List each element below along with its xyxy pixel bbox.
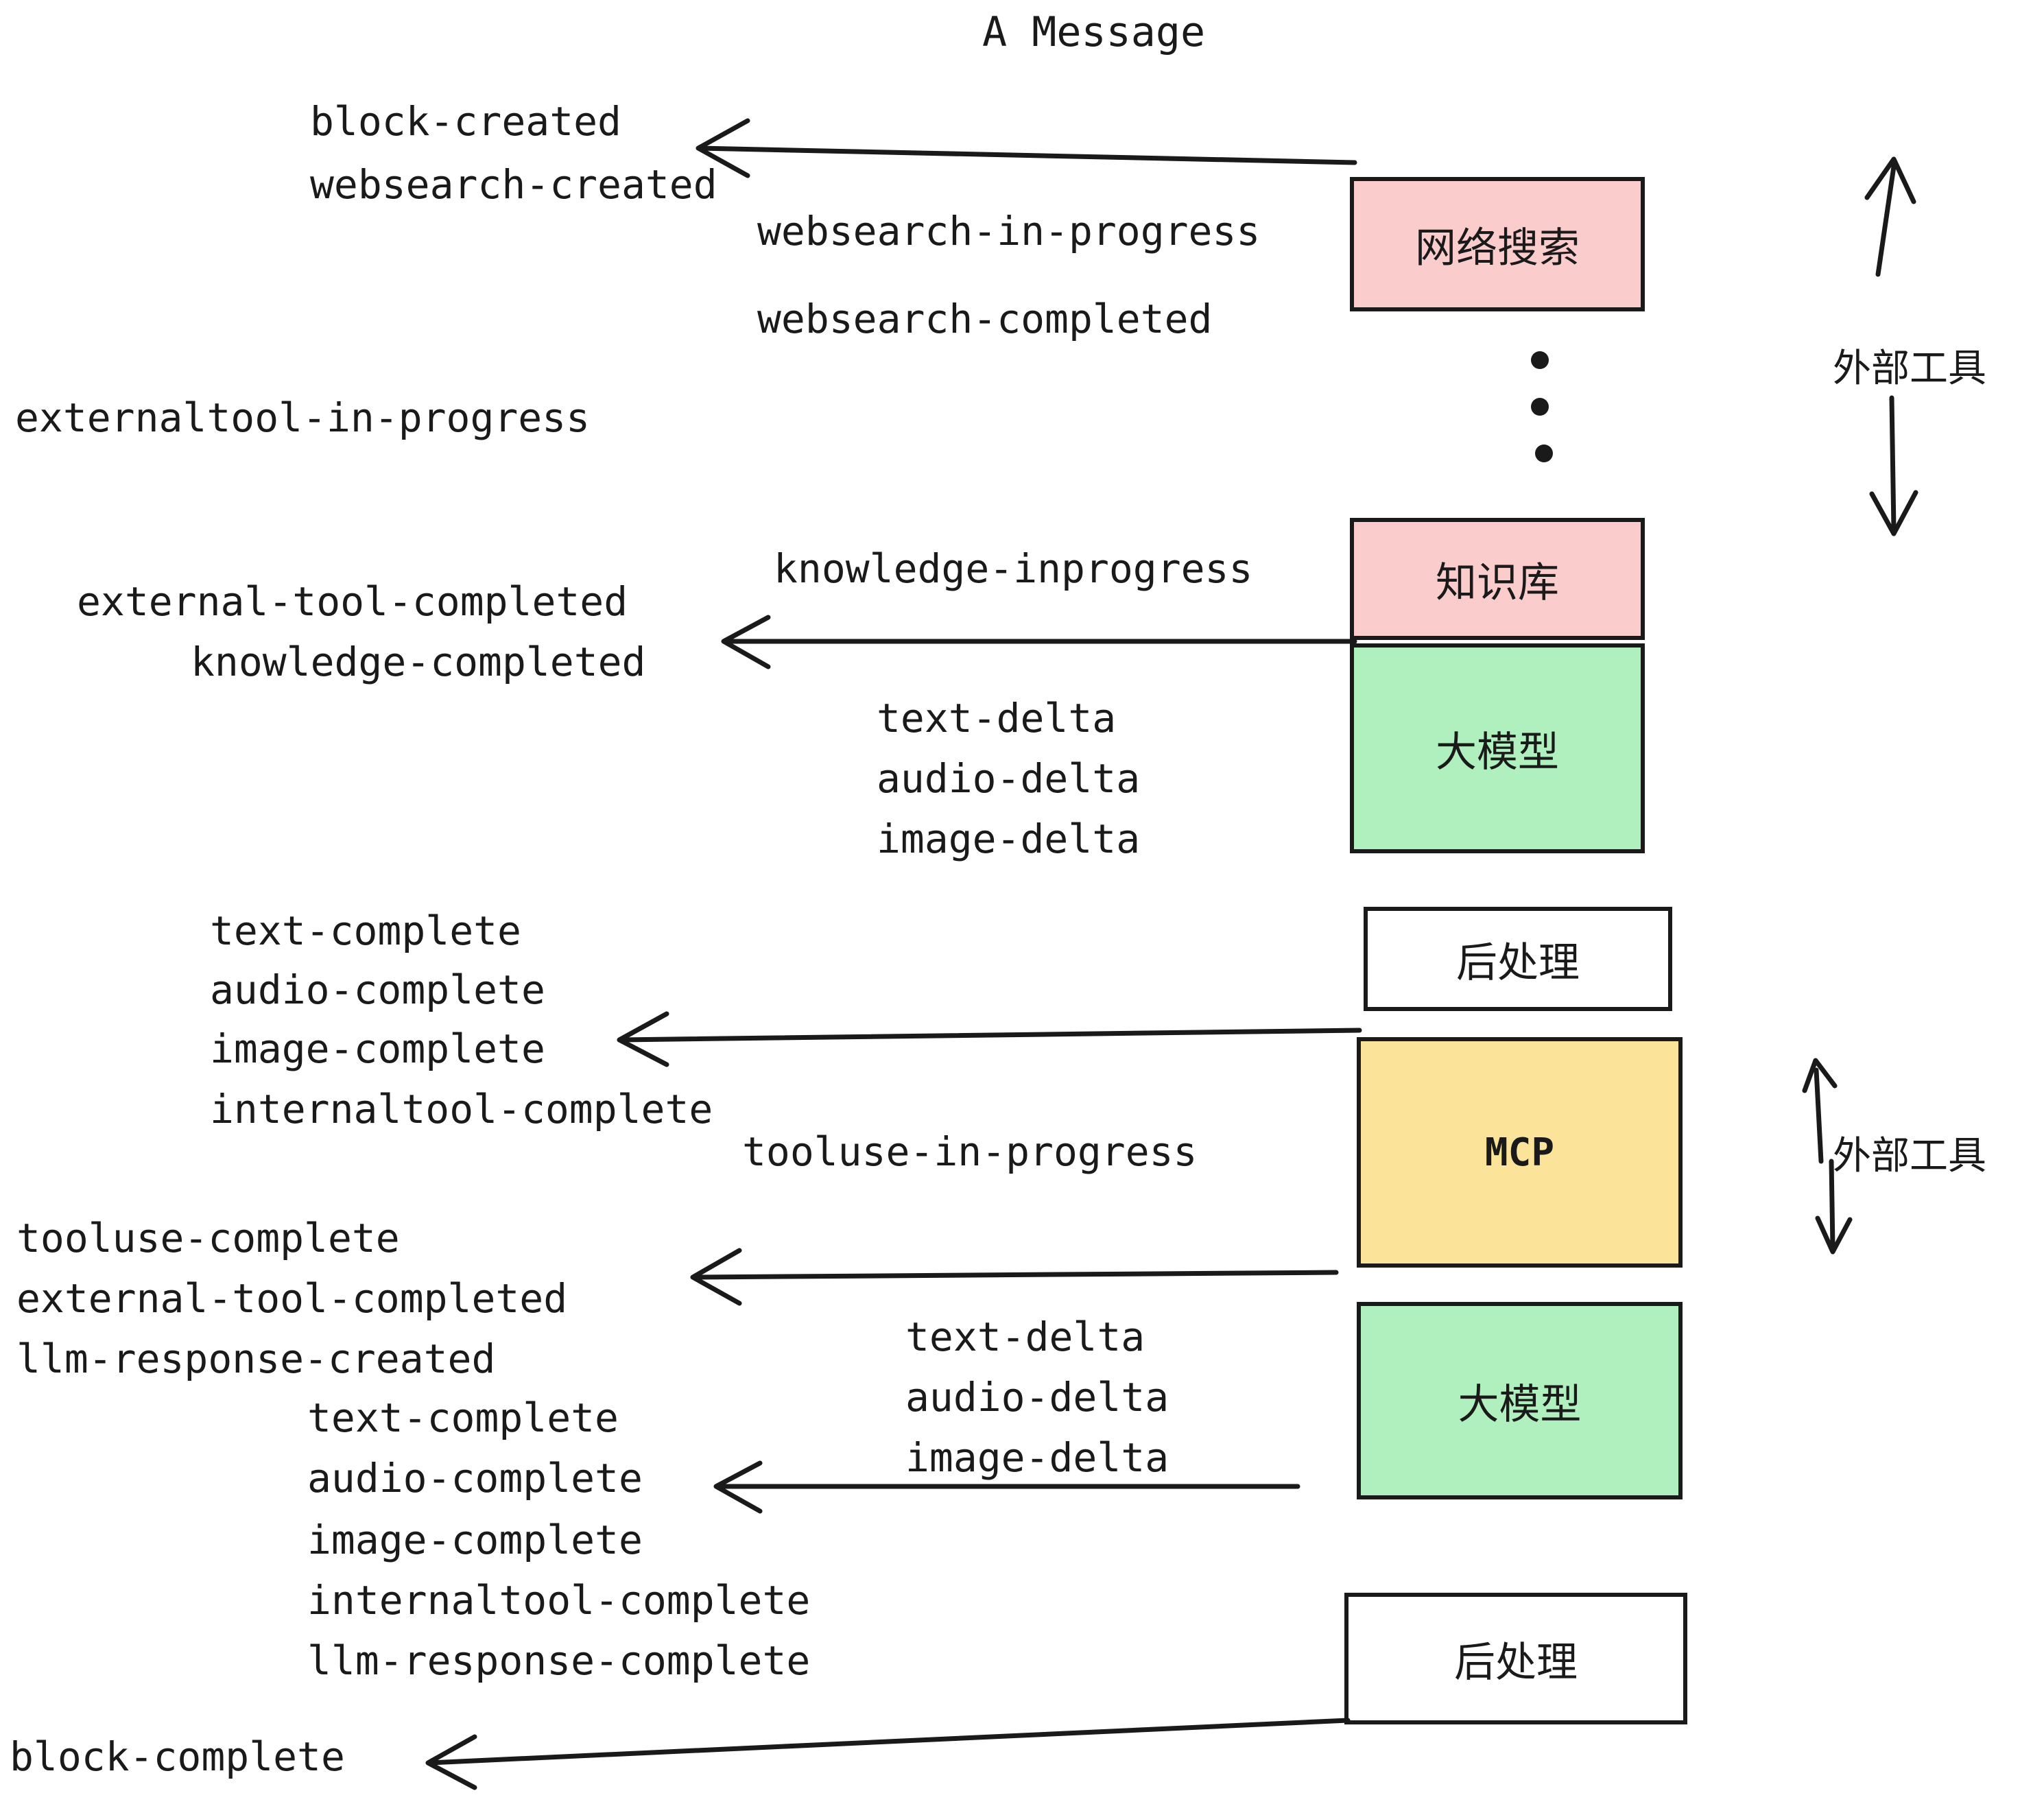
event-image-complete-2: image-complete [307, 1517, 643, 1563]
page-title: A Message [982, 8, 1206, 56]
external-tools-bottom-arrow-up [1802, 1058, 1838, 1164]
node-mcp-label: MCP [1484, 1130, 1555, 1175]
node-llm-bottom-label: 大模型 [1458, 1380, 1582, 1429]
event-image-delta-2: image-delta [905, 1434, 1169, 1481]
event-block-complete: block-complete [10, 1733, 345, 1780]
event-image-complete-1: image-complete [210, 1025, 545, 1072]
event-externaltool-in-progress: externaltool-in-progress [15, 394, 591, 441]
arrow-websearch-to-events [696, 118, 1357, 178]
side-label-external-tools-top: 外部工具 [1833, 346, 1986, 391]
node-llm-top[interactable]: 大模型 [1350, 643, 1645, 853]
arrow-postprocess-top-to-events [617, 1011, 1362, 1067]
event-knowledge-inprogress: knowledge-inprogress [774, 545, 1253, 592]
event-websearch-in-progress: websearch-in-progress [757, 208, 1261, 254]
ellipsis-dot-2 [1531, 398, 1549, 416]
node-web-search[interactable]: 网络搜索 [1350, 177, 1645, 311]
node-postprocess-bottom-label: 后处理 [1454, 1638, 1578, 1687]
event-llm-response-complete: llm-response-complete [307, 1637, 811, 1684]
event-websearch-created: websearch-created [310, 161, 717, 208]
arrow-mcp-to-events [690, 1248, 1339, 1306]
node-llm-top-label: 大模型 [1436, 728, 1559, 776]
node-mcp[interactable]: MCP [1357, 1037, 1683, 1268]
external-tools-top-arrow-down [1869, 395, 1918, 536]
event-text-complete-2: text-complete [307, 1394, 619, 1441]
event-external-tool-completed-1: external-tool-completed [77, 578, 628, 625]
side-label-external-tools-bottom: 外部工具 [1833, 1134, 1986, 1178]
node-llm-bottom[interactable]: 大模型 [1357, 1302, 1683, 1499]
ellipsis-dot-1 [1531, 351, 1549, 369]
event-internaltool-complete-1: internaltool-complete [210, 1086, 713, 1132]
event-audio-complete-2: audio-complete [307, 1455, 643, 1502]
event-llm-response-created: llm-response-created [16, 1336, 496, 1382]
event-external-tool-completed-2: external-tool-completed [16, 1275, 568, 1322]
event-audio-delta-1: audio-delta [877, 755, 1141, 802]
event-block-created: block-created [310, 98, 621, 145]
arrow-postprocess-bottom-to-events [425, 1718, 1351, 1790]
event-websearch-completed: websearch-completed [757, 296, 1213, 342]
event-audio-complete-1: audio-complete [210, 966, 545, 1013]
event-text-delta-2: text-delta [905, 1314, 1145, 1360]
event-text-delta-1: text-delta [877, 695, 1117, 741]
ellipsis-dot-3 [1535, 444, 1553, 462]
event-text-complete-1: text-complete [210, 907, 521, 954]
node-knowledge-base-label: 知识库 [1436, 558, 1559, 607]
node-knowledge-base[interactable]: 知识库 [1350, 518, 1645, 640]
event-internaltool-complete-2: internaltool-complete [307, 1577, 811, 1624]
node-postprocess-bottom[interactable]: 后处理 [1344, 1593, 1687, 1724]
external-tools-top-arrow-up [1864, 156, 1916, 277]
event-knowledge-completed: knowledge-completed [191, 639, 646, 685]
event-image-delta-1: image-delta [877, 816, 1141, 862]
node-postprocess-top-label: 后处理 [1456, 938, 1580, 987]
event-tooluse-complete: tooluse-complete [16, 1215, 400, 1261]
node-web-search-label: 网络搜索 [1415, 224, 1580, 272]
node-postprocess-top[interactable]: 后处理 [1364, 907, 1672, 1011]
event-tooluse-in-progress: tooluse-in-progress [742, 1128, 1198, 1175]
arrow-knowledge-to-events [721, 615, 1357, 669]
event-audio-delta-2: audio-delta [905, 1374, 1169, 1421]
